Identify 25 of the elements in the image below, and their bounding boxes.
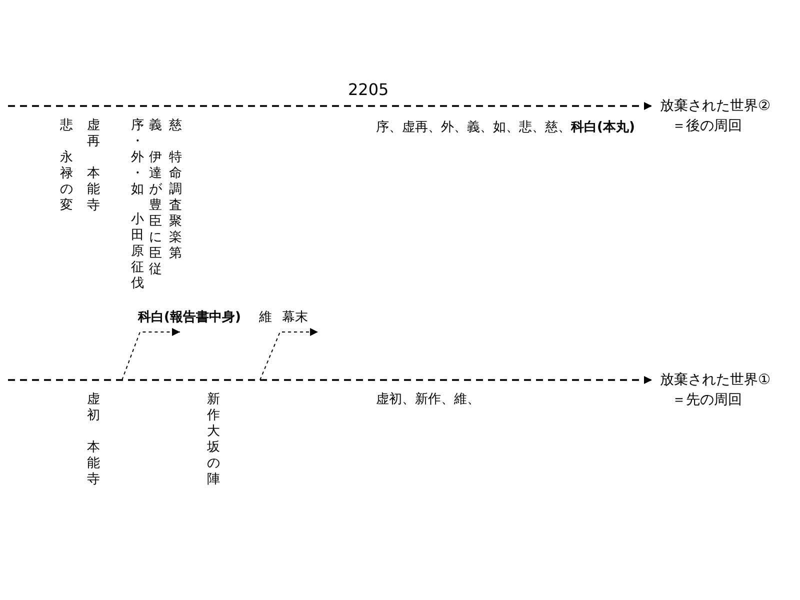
world-note: ＝後の周回 bbox=[671, 117, 743, 136]
note-text: 維 bbox=[259, 310, 272, 326]
event-label: 本能寺 bbox=[87, 166, 100, 214]
note-text: 幕末 bbox=[282, 310, 308, 326]
event-label: 虚初 bbox=[87, 392, 100, 424]
event-label: 特命調査聚楽第 bbox=[169, 150, 182, 262]
event-label: 義 bbox=[149, 118, 162, 134]
world-name: 放棄された世界② bbox=[660, 97, 771, 116]
world-name: 放棄された世界① bbox=[660, 371, 771, 390]
event-label: 伊達が豊臣に臣従 bbox=[149, 150, 162, 278]
note-text: 序、虚再、外、義、如、悲、慈、科白(本丸) bbox=[376, 120, 635, 136]
event-label: 新作大坂の陣 bbox=[207, 392, 220, 488]
year-label: 2205 bbox=[348, 82, 389, 98]
world-note: ＝先の周回 bbox=[671, 391, 743, 410]
event-label: 永禄の変 bbox=[60, 150, 73, 214]
event-label: 小田原征伐 bbox=[131, 212, 144, 292]
event-label: 虚再 bbox=[87, 118, 100, 150]
timeline-arrow bbox=[8, 376, 652, 384]
event-label: 慈 bbox=[169, 118, 182, 134]
note-text: 科白(報告書中身) bbox=[138, 310, 241, 326]
timeline-arrow bbox=[8, 102, 652, 110]
event-label: 序・外・如 bbox=[131, 118, 144, 198]
event-label: 本能寺 bbox=[87, 440, 100, 488]
event-label: 悲 bbox=[60, 118, 73, 134]
note-text: 虚初、新作、維、 bbox=[376, 392, 480, 408]
